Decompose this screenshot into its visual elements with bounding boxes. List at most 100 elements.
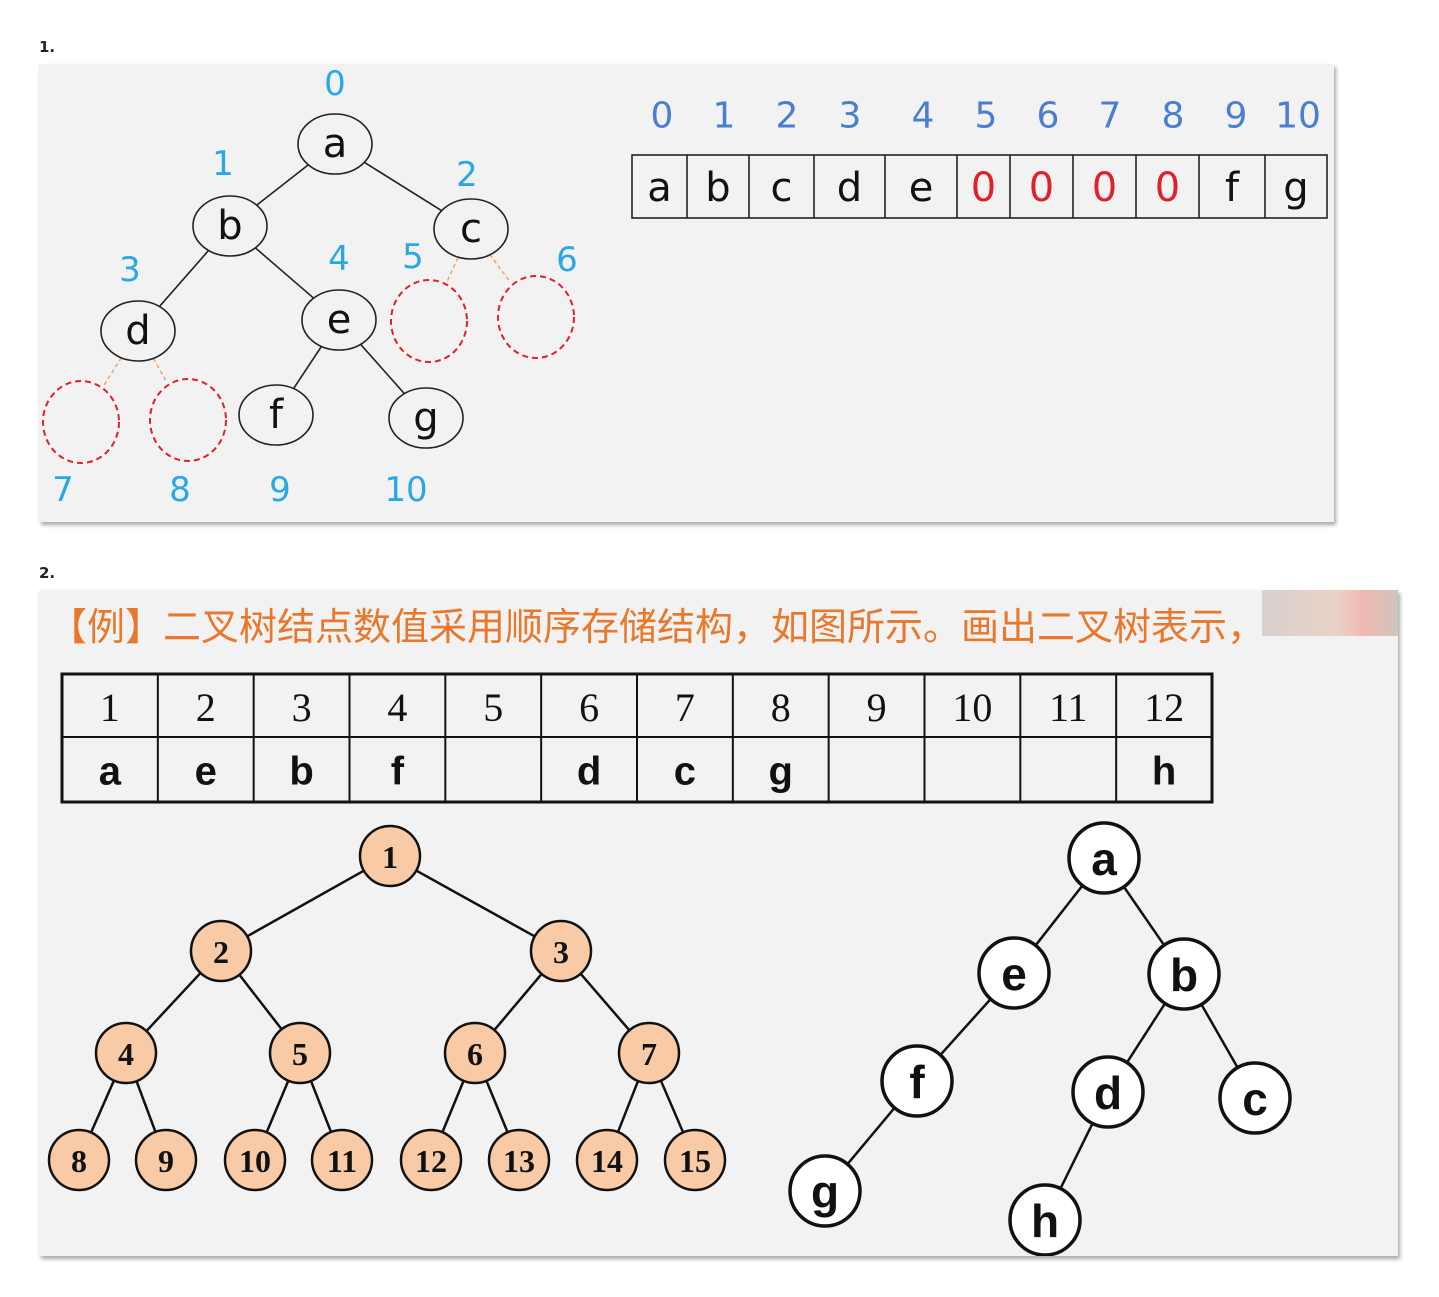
tree-node-label: b xyxy=(217,203,242,249)
numbered-tree-node-label: 4 xyxy=(118,1036,134,1072)
tree-node-index: 5 xyxy=(402,237,424,277)
numbered-tree-node xyxy=(189,919,253,983)
numbered-tree-edge xyxy=(265,1080,290,1133)
letter-tree-edge xyxy=(846,1107,896,1165)
empty-node xyxy=(497,275,575,359)
tree-edge-virtual xyxy=(152,358,168,383)
tree-node-index: 3 xyxy=(119,250,141,290)
tree-node-index: 10 xyxy=(384,470,427,510)
numbered-tree-node xyxy=(94,1021,158,1085)
array-cell: 0 xyxy=(1029,165,1054,211)
numbered-tree-node xyxy=(223,1128,287,1192)
tree-node-index: 9 xyxy=(269,470,291,510)
array-index: 8 xyxy=(1162,96,1185,137)
numbered-tree-edge xyxy=(493,973,543,1031)
array-cell: g xyxy=(1283,165,1308,211)
table-value-cell: c xyxy=(674,750,696,794)
array-cell: 0 xyxy=(1155,165,1180,211)
letter-tree-edge xyxy=(1034,884,1084,947)
array-index: 4 xyxy=(912,96,935,137)
array-cell: f xyxy=(1225,165,1240,211)
table-header-cell: 11 xyxy=(1049,685,1088,730)
letter-tree-edge xyxy=(1200,1003,1239,1069)
tree-node-label: g xyxy=(413,395,438,441)
numbered-tree-node-label: 9 xyxy=(158,1143,174,1179)
section-label-1: 1. xyxy=(39,38,56,56)
array-index: 6 xyxy=(1037,96,1060,137)
tree-node-label: d xyxy=(125,308,150,354)
numbered-tree-node xyxy=(443,1021,507,1085)
table-value-cell: e xyxy=(195,750,217,794)
numbered-tree-node-label: 10 xyxy=(239,1143,271,1179)
array-index: 0 xyxy=(651,96,674,137)
array-index: 3 xyxy=(839,96,862,137)
tree-node-index: 0 xyxy=(324,64,346,104)
letter-tree-node-label: f xyxy=(909,1056,925,1108)
numbered-tree-node-label: 3 xyxy=(553,934,569,970)
letter-tree-node-label: d xyxy=(1094,1067,1122,1119)
array-cell: d xyxy=(837,165,862,211)
array-cell: 0 xyxy=(1092,165,1117,211)
array-index: 1 xyxy=(713,96,736,137)
array-index: 5 xyxy=(975,96,998,137)
numbered-tree-node xyxy=(529,919,593,983)
array-cell: e xyxy=(909,165,934,211)
tree-node xyxy=(100,300,176,362)
letter-tree-edge xyxy=(1059,1122,1094,1190)
section-label-2: 2. xyxy=(39,564,56,582)
array-index: 2 xyxy=(776,96,799,137)
letter-tree-node-label: h xyxy=(1031,1195,1059,1247)
numbered-tree-node xyxy=(617,1021,681,1085)
numbered-tree-node-label: 15 xyxy=(679,1143,711,1179)
letter-tree-edge xyxy=(939,998,992,1056)
numbered-tree-node xyxy=(310,1128,374,1192)
array-cell: 0 xyxy=(971,165,996,211)
tree-edge xyxy=(254,162,311,208)
tree-edge-virtual xyxy=(489,253,511,283)
numbered-tree-node-label: 14 xyxy=(591,1143,623,1179)
table-header-cell: 7 xyxy=(675,685,695,730)
tree-node-index: 1 xyxy=(212,144,234,184)
numbered-tree-edge xyxy=(659,1080,685,1133)
empty-node xyxy=(149,378,227,462)
numbered-tree-edge xyxy=(441,1080,465,1133)
tree-node-index: 6 xyxy=(556,240,578,280)
tree-edge xyxy=(359,343,406,395)
tree-node xyxy=(238,384,314,446)
tree-node xyxy=(433,198,509,260)
example-title: 【例】二叉树结点数值采用顺序存储结构，如图所示。画出二叉树表示， xyxy=(49,605,1266,649)
numbered-tree-node-label: 12 xyxy=(415,1143,447,1179)
numbered-tree-edge xyxy=(145,972,202,1032)
tree-node xyxy=(297,113,373,175)
table-header-cell: 1 xyxy=(100,685,120,730)
array-index: 9 xyxy=(1225,96,1248,137)
tree-node-label: f xyxy=(269,392,284,438)
numbered-tree-edge xyxy=(246,869,365,938)
table-header-cell: 8 xyxy=(771,685,791,730)
tree-node-index: 7 xyxy=(52,470,74,510)
letter-tree-node xyxy=(1067,821,1141,895)
table-header-cell: 2 xyxy=(196,685,216,730)
numbered-tree-node-label: 1 xyxy=(382,839,398,875)
letter-tree-node xyxy=(977,936,1051,1010)
numbered-tree-node xyxy=(663,1128,727,1192)
tree-edge xyxy=(361,160,445,213)
tree-node-label: a xyxy=(323,121,348,167)
numbered-tree-edge xyxy=(135,1080,157,1133)
array-box xyxy=(631,154,1328,219)
table-value-cell: f xyxy=(391,750,405,794)
numbered-tree-node xyxy=(358,824,422,888)
tree-node xyxy=(301,289,377,351)
table-value-cell: g xyxy=(769,750,793,794)
numbered-tree-edge xyxy=(309,1080,333,1133)
array-cell: a xyxy=(647,165,672,211)
webcam-overlay xyxy=(1262,590,1398,636)
empty-node xyxy=(390,279,468,363)
numbered-tree-edge xyxy=(579,972,631,1032)
letter-tree-node xyxy=(880,1044,954,1118)
tree-node xyxy=(388,387,464,449)
